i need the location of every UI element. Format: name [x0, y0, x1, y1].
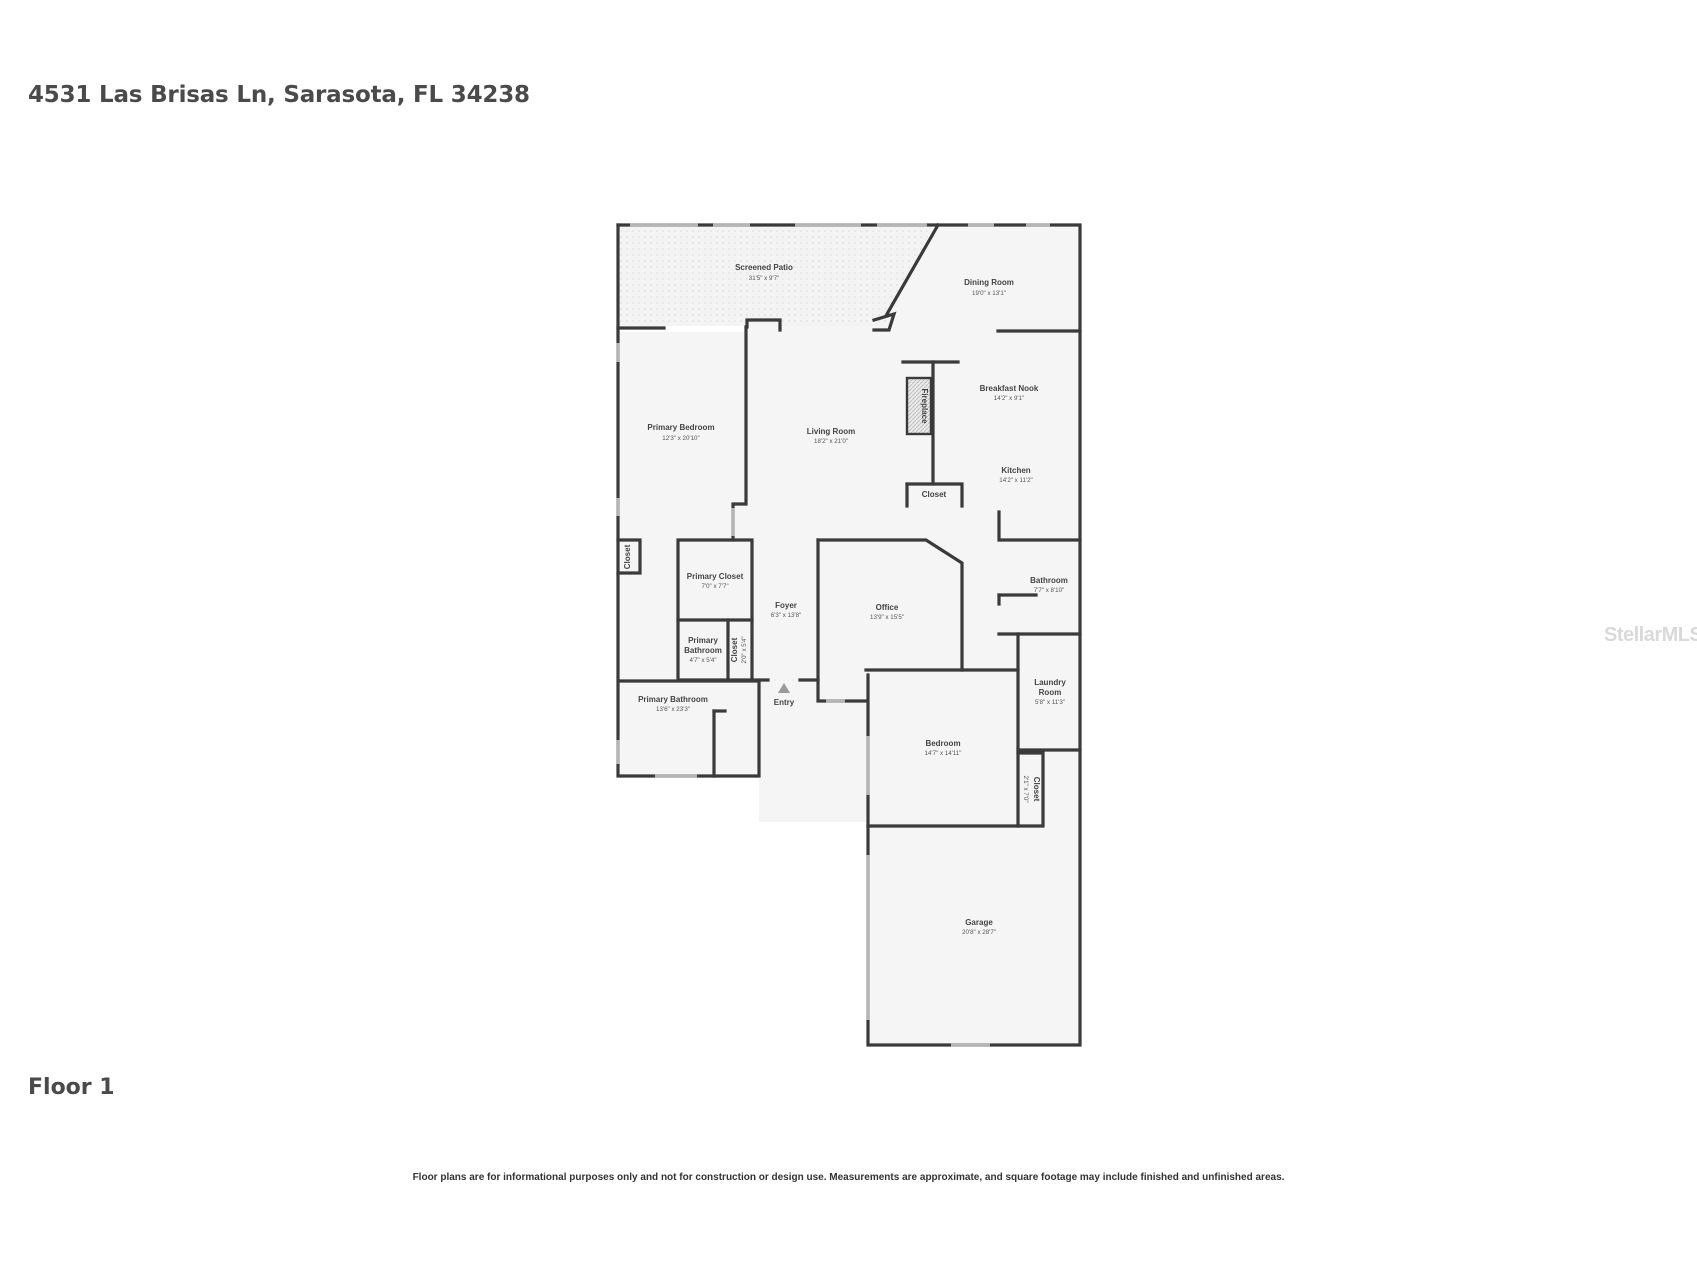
room-name: Bathroom: [1030, 576, 1068, 585]
room-name-line1: Laundry: [1034, 678, 1066, 687]
room-name: Closet: [1032, 777, 1041, 802]
room-name: Garage: [965, 918, 993, 927]
room-dims: 2'0" x 5'4": [741, 636, 748, 663]
living-closet-label: Closet: [922, 490, 947, 499]
room-dims: 4'7" x 5'4": [689, 657, 716, 664]
floor-label: Floor 1: [28, 1075, 115, 1100]
room-label-kitchen: Kitchen 14'2" x 11'2": [999, 466, 1032, 484]
room-dims: 6'3" x 13'8": [771, 612, 802, 619]
room-label-dining-room: Dining Room 19'0" x 13'1": [964, 278, 1014, 297]
room-name: Primary Bathroom: [638, 695, 708, 704]
room-label-office: Office 13'9" x 15'5": [870, 603, 904, 621]
room-dims: 19'0" x 13'1": [972, 290, 1006, 297]
room-dims: 2'1" x 7'0": [1022, 775, 1029, 802]
room-label-primary-bedroom: Primary Bedroom 12'3" x 20'10": [647, 423, 714, 442]
room-dims: 7'7" x 8'10": [1034, 587, 1065, 594]
room-dims: 7'0" x 7'7": [701, 583, 728, 590]
room-label-bedroom: Bedroom 14'7" x 14'11": [925, 739, 962, 757]
room-name: Dining Room: [964, 278, 1014, 287]
room-label-garage: Garage 20'8" x 28'7": [962, 918, 996, 936]
room-name: Foyer: [775, 601, 797, 610]
room-label-foyer-closet: Closet 2'0" x 5'4": [730, 636, 748, 663]
room-name: Closet: [730, 637, 739, 662]
room-label-living-room: Living Room 18'2" x 21'0": [807, 427, 855, 445]
room-label-primary-bathroom-small: Primary Bathroom 4'7" x 5'4": [684, 636, 722, 664]
primary-bedroom-closet-label: Closet: [623, 544, 632, 569]
room-name-line2: Bathroom: [684, 646, 722, 655]
room-name: Living Room: [807, 427, 855, 436]
room-name: Primary Bedroom: [647, 423, 714, 432]
screened-patio-area: [618, 225, 934, 326]
room-label-bedroom-closet: Closet 2'1" x 7'0": [1022, 775, 1041, 802]
disclaimer-text: Floor plans are for informational purpos…: [412, 1172, 1285, 1183]
room-dims: 20'8" x 28'7": [962, 929, 996, 936]
room-name: Breakfast Nook: [980, 384, 1039, 393]
room-name: Screened Patio: [735, 263, 793, 272]
property-address: 4531 Las Brisas Ln, Sarasota, FL 34238: [28, 82, 530, 108]
entry-arrow-icon: [778, 683, 790, 693]
room-label-laundry-room: Laundry Room 5'8" x 11'3": [1034, 678, 1066, 706]
floor-fill: [618, 225, 1080, 1045]
entry-label: Entry: [774, 698, 795, 707]
room-dims: 13'6" x 23'3": [656, 706, 690, 713]
fireplace-icon: [905, 376, 933, 436]
room-label-foyer: Foyer 6'3" x 13'8": [771, 601, 802, 619]
windows: [616, 223, 1050, 1047]
room-dims: 14'2" x 9'1": [994, 395, 1025, 402]
fireplace-label: Fireplace: [920, 388, 929, 424]
room-label-bathroom: Bathroom 7'7" x 8'10": [1030, 576, 1068, 594]
room-name-line1: Primary: [688, 636, 718, 645]
room-dims: 18'2" x 21'0": [814, 438, 848, 445]
room-name: Bedroom: [925, 739, 960, 748]
room-name: Kitchen: [1001, 466, 1030, 475]
room-label-screened-patio: Screened Patio 31'5" x 9'7": [735, 263, 793, 282]
room-name-line2: Room: [1039, 688, 1062, 697]
room-name: Primary Closet: [687, 572, 744, 581]
room-dims: 12'3" x 20'10": [662, 435, 699, 442]
room-label-primary-closet: Primary Closet 7'0" x 7'7": [687, 572, 744, 590]
room-label-breakfast-nook: Breakfast Nook 14'2" x 9'1": [980, 384, 1039, 402]
room-dims: 31'5" x 9'7": [749, 275, 780, 282]
room-dims: 13'9" x 15'5": [870, 614, 904, 621]
room-name: Office: [876, 603, 899, 612]
room-label-primary-bathroom: Primary Bathroom 13'6" x 23'3": [638, 695, 708, 713]
room-dims: 5'8" x 11'3": [1035, 699, 1065, 706]
room-dims: 14'2" x 11'2": [999, 477, 1032, 484]
mls-watermark: StellarMLS: [1604, 624, 1697, 646]
room-dims: 14'7" x 14'11": [925, 750, 962, 757]
